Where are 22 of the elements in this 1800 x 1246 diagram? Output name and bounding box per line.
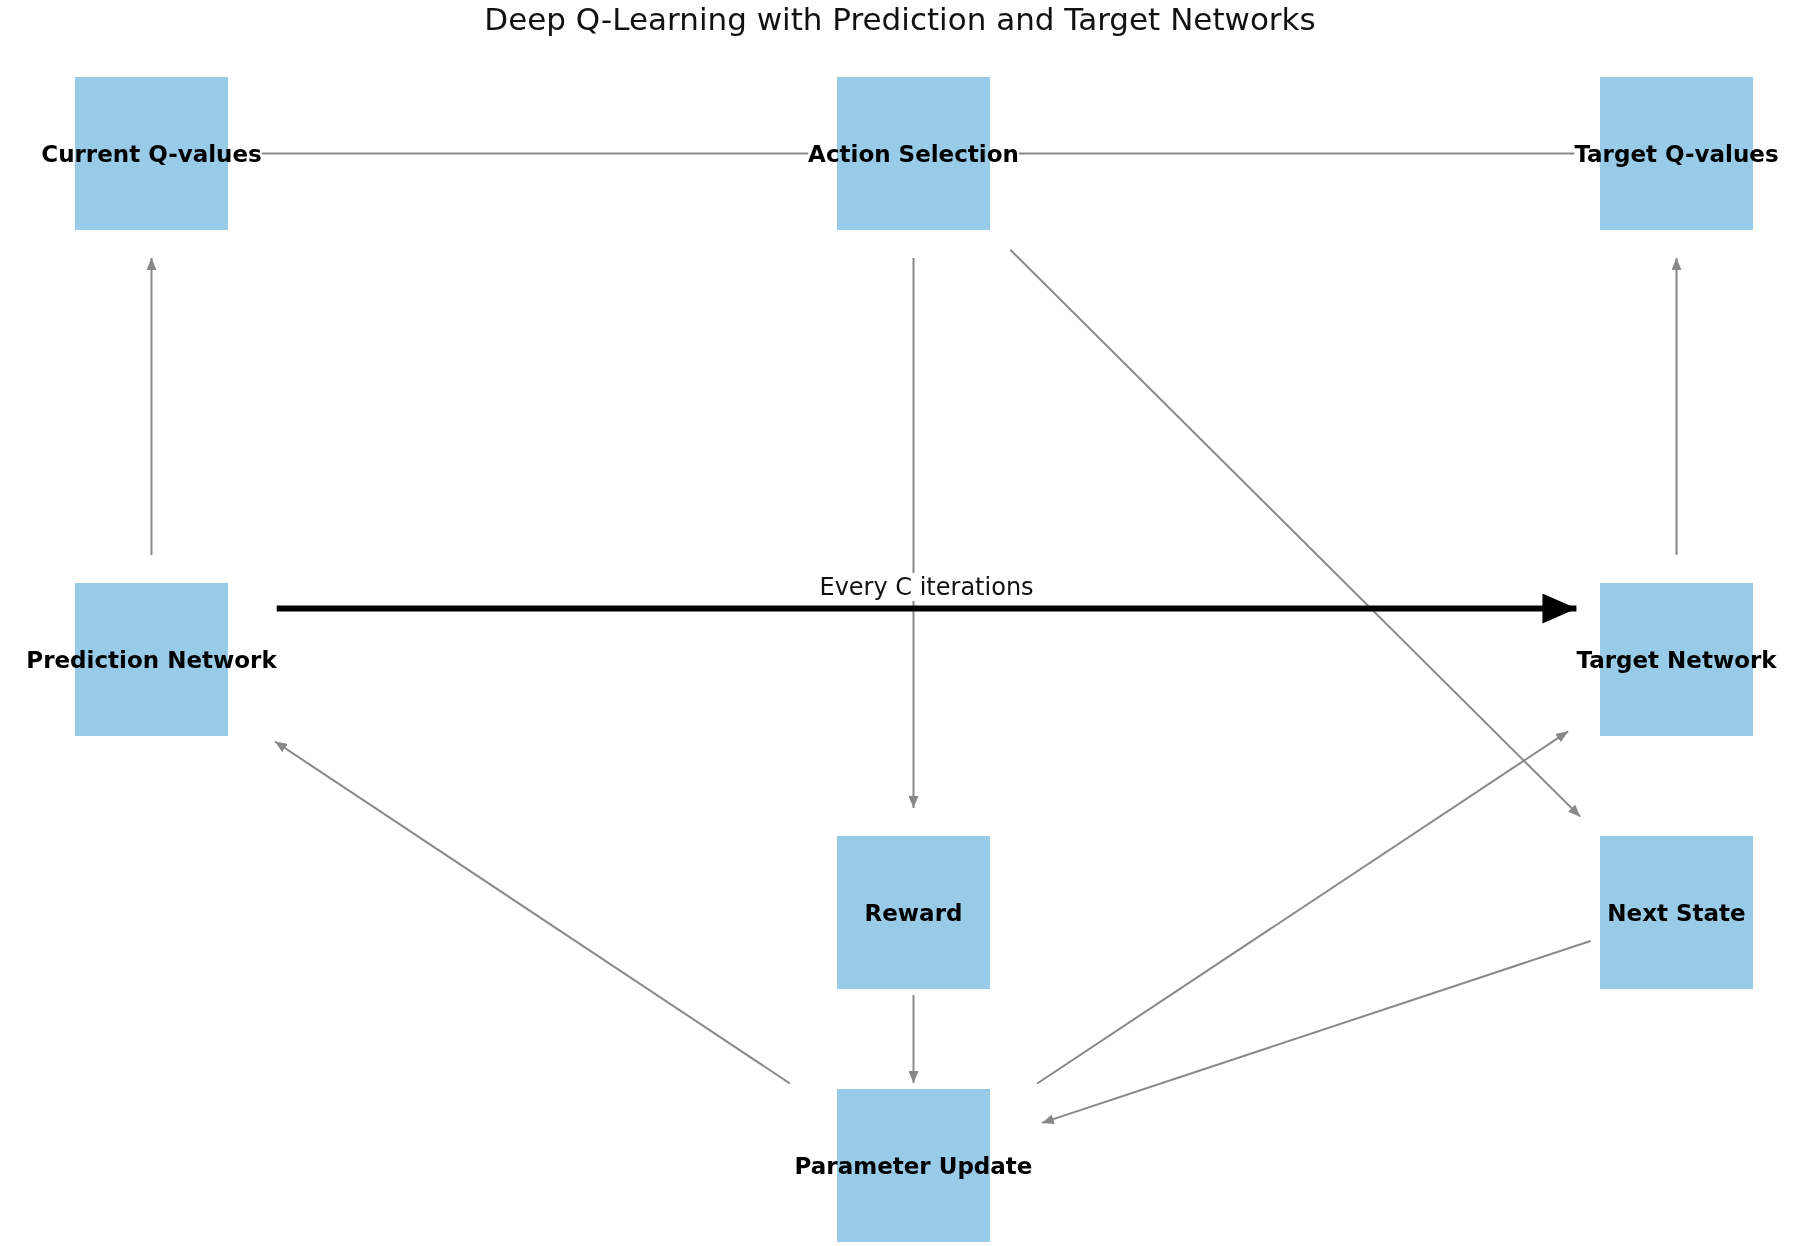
node-label: Target Q-values: [1574, 140, 1779, 167]
node-label: Action Selection: [808, 140, 1019, 167]
arrow: [908, 994, 919, 1084]
node-label: Current Q-values: [41, 140, 262, 167]
arrow: [908, 257, 919, 809]
arrow: [1671, 257, 1682, 556]
arrow: [274, 740, 791, 1085]
diagram-title: Deep Q-Learning with Prediction and Target Networks: [483, 0, 1317, 38]
node-label: Parameter Update: [794, 1152, 1033, 1179]
node-label: Reward: [864, 899, 963, 926]
arrow: [1040, 940, 1592, 1124]
node-label: Prediction Network: [26, 646, 277, 673]
connector-line: [1017, 152, 1576, 155]
node-label: Target Network: [1576, 646, 1777, 673]
arrow: [1009, 248, 1582, 818]
arrow: [276, 593, 1577, 624]
process-box: [837, 836, 990, 989]
arrow: [1036, 730, 1570, 1085]
connector-line: [260, 152, 810, 155]
process-box: [1600, 836, 1753, 989]
node-label: Next State: [1607, 899, 1746, 926]
arrow: [146, 257, 157, 556]
